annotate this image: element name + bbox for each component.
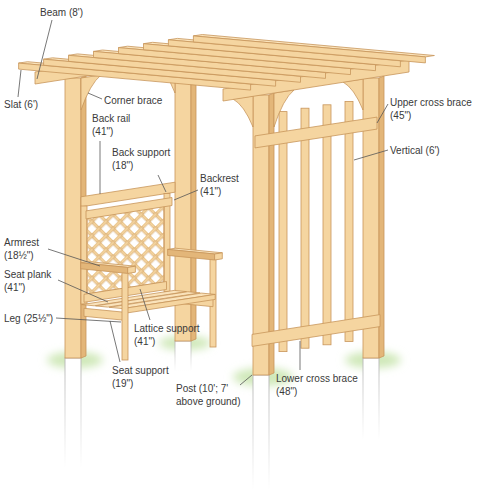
armrest: [215, 253, 223, 260]
part-label: Armrest (18½"): [4, 236, 50, 262]
part-label: Back support (18"): [112, 146, 176, 172]
part-label: Lattice support (41"): [134, 322, 210, 348]
slats: [19, 35, 435, 91]
back-support: [164, 194, 170, 292]
armrest: [128, 266, 136, 273]
part-label: Slat (6'): [4, 98, 64, 111]
part-label: Back rail (41"): [92, 112, 144, 138]
part-label: Leg (25½"): [4, 312, 74, 325]
slat: [193, 36, 425, 63]
armrest: [168, 249, 215, 260]
lower-cross-brace: [252, 315, 380, 347]
part-label: Beam (8'): [40, 6, 120, 19]
underground-posts: [65, 341, 379, 490]
leader-lines: [18, 20, 388, 385]
left-posts: [65, 59, 196, 358]
back-support: [81, 206, 87, 304]
part-label: Lower cross brace (48"): [276, 372, 368, 398]
vertical: [279, 112, 287, 352]
part-label: Seat support (19"): [112, 364, 174, 390]
seat-front: [123, 294, 215, 313]
part-label: Upper cross brace (45"): [390, 96, 490, 122]
part-label: Post (10'; 7' above ground): [176, 382, 258, 408]
bench: [81, 182, 223, 360]
armrest: [81, 263, 128, 274]
backrest: [86, 198, 172, 219]
right-side: [252, 76, 384, 375]
seat-support: [84, 308, 125, 320]
vertical: [323, 105, 331, 345]
part-label: Seat plank (41"): [4, 268, 60, 294]
vertical: [345, 101, 353, 341]
part-label: Backrest (41"): [200, 172, 248, 198]
part-label: Corner brace: [104, 94, 184, 107]
vertical: [301, 108, 309, 348]
leg: [122, 272, 128, 360]
part-label: Vertical (6'): [390, 144, 470, 157]
slat: [193, 35, 434, 57]
upper-cross-brace: [255, 117, 377, 148]
